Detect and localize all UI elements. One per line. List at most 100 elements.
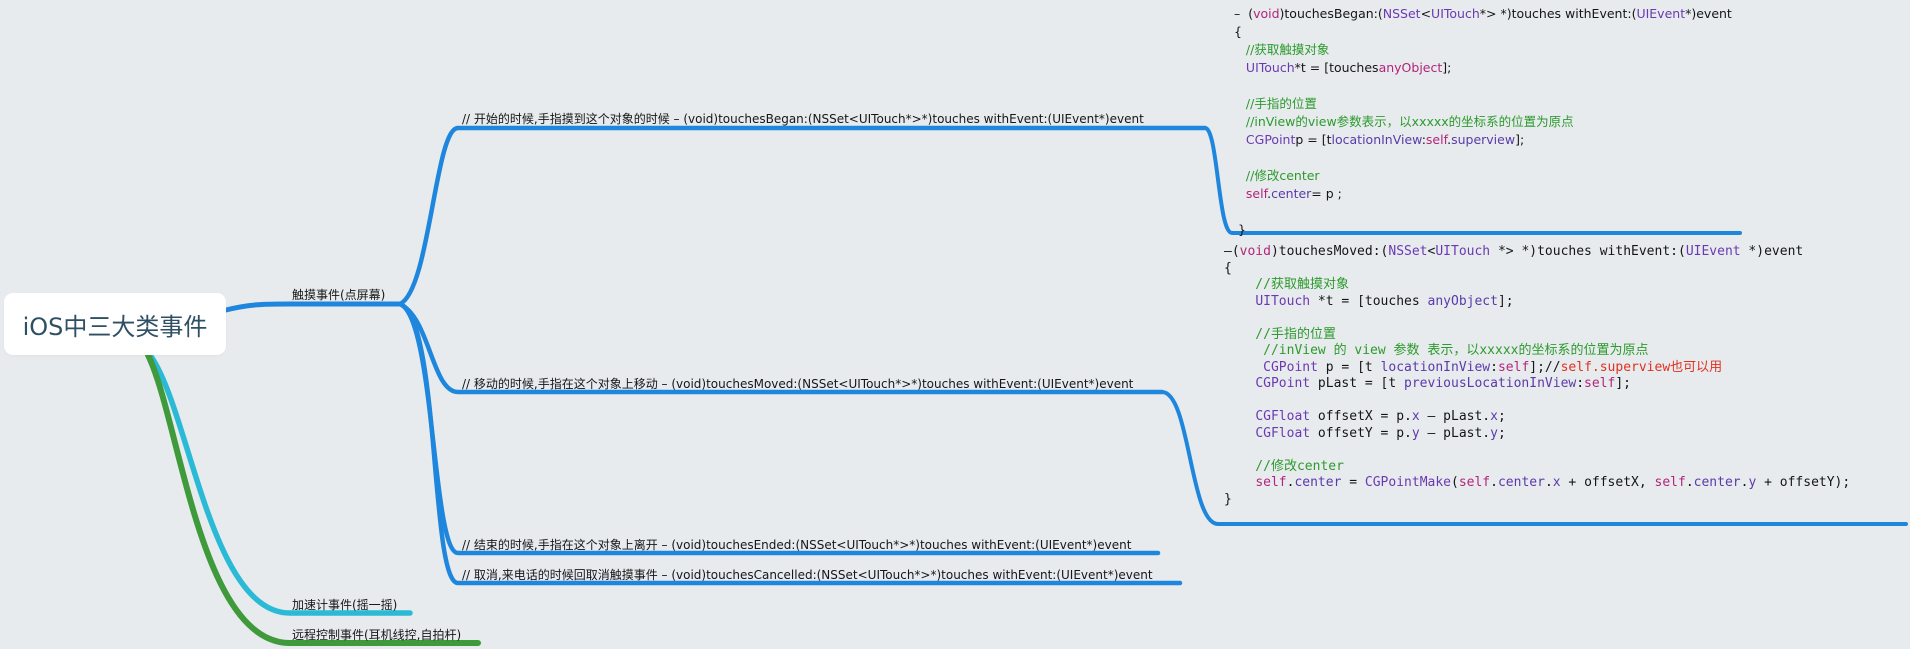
connector-root-touch bbox=[223, 301, 403, 313]
code-line bbox=[1234, 77, 1732, 95]
connector-root-accel bbox=[147, 352, 413, 616]
code-token: void bbox=[1253, 6, 1280, 21]
code-line bbox=[1224, 393, 1850, 410]
code-token: //修改center bbox=[1234, 168, 1320, 183]
code-line: } bbox=[1224, 492, 1850, 509]
code-token: : bbox=[1490, 359, 1498, 375]
code-token: p = [t bbox=[1317, 359, 1381, 375]
code-token: . bbox=[1267, 186, 1272, 201]
code-token: CGPoint bbox=[1245, 132, 1296, 147]
connector-touch-ended bbox=[397, 301, 1161, 556]
code-token: offsetX = p. bbox=[1310, 409, 1412, 424]
code-token: self bbox=[1245, 186, 1268, 201]
code-token: offsetY = p. bbox=[1310, 425, 1412, 441]
code-token: ]; bbox=[1497, 293, 1514, 309]
code-token: y bbox=[1411, 425, 1420, 441]
touch-moved-node[interactable]: // 移动的时候,手指在这个对象上移动 – (void)touchesMoved… bbox=[462, 377, 1134, 391]
branch-accelerometer-events[interactable]: 加速计事件(摇一摇) bbox=[292, 598, 398, 612]
touch-ended-node[interactable]: // 结束的时候,手指在这个对象上离开 – (void)touchesEnded… bbox=[462, 538, 1132, 552]
code-line: { bbox=[1234, 23, 1732, 41]
code-token: *)event bbox=[1740, 244, 1804, 259]
code-token: ( bbox=[1451, 475, 1459, 490]
code-line: CGPointp = [tlocationInView:self.supervi… bbox=[1234, 131, 1732, 149]
code-token: CGPoint bbox=[1255, 376, 1311, 391]
code-token: UITouch bbox=[1245, 60, 1295, 75]
code-token: self bbox=[1654, 475, 1686, 490]
code-token: void bbox=[1239, 244, 1271, 259]
code-token: //手指的位置 bbox=[1234, 96, 1317, 111]
code-token: anyObject bbox=[1378, 60, 1443, 75]
code-token bbox=[1224, 294, 1255, 309]
code-token: ; bbox=[1497, 425, 1506, 441]
code-token: self bbox=[1584, 376, 1616, 391]
code-token: //修改center bbox=[1224, 458, 1344, 474]
code-token: ; bbox=[1497, 409, 1506, 424]
code-token: – pLast. bbox=[1419, 425, 1491, 441]
touch-began-node[interactable]: // 开始的时候,手指摸到这个对象的时候 – (void)touchesBega… bbox=[462, 112, 1144, 126]
code-token: CGFloat bbox=[1255, 425, 1311, 441]
code-token: p = [t bbox=[1295, 132, 1332, 147]
code-line: //手指的位置 bbox=[1234, 95, 1732, 113]
code-token: previousLocationInView bbox=[1404, 376, 1577, 391]
code-line: //inView的view参数表示，以xxxxx的坐标系的位置为原点 bbox=[1234, 113, 1732, 131]
connector-moved-code bbox=[1160, 390, 1908, 526]
branch-touch-events[interactable]: 触摸事件(点屏幕) bbox=[292, 288, 386, 302]
code-token: UIEvent bbox=[1636, 6, 1686, 21]
code-token: = bbox=[1341, 475, 1365, 490]
code-token: + offsetY); bbox=[1756, 475, 1851, 490]
code-token: ];// bbox=[1529, 359, 1561, 375]
code-token: center bbox=[1294, 475, 1342, 490]
code-line: UITouch*t = [touchesanyObject]; bbox=[1234, 59, 1732, 77]
connector-root-remote bbox=[145, 352, 481, 646]
code-token: *> *)touches withEvent:( bbox=[1490, 244, 1686, 259]
touches-began-code-note[interactable]: – (void)touchesBegan:(NSSet<UITouch*> *)… bbox=[1234, 5, 1732, 239]
touches-moved-code-note[interactable]: –(void)touchesMoved:(NSSet<UITouch *> *)… bbox=[1224, 244, 1850, 508]
code-token: superview bbox=[1451, 132, 1516, 147]
connector-began-code bbox=[1203, 126, 1742, 235]
code-token bbox=[1224, 426, 1255, 441]
code-token: locationInView bbox=[1331, 132, 1422, 147]
code-token: } bbox=[1224, 491, 1232, 507]
root-node[interactable]: iOS中三大类事件 bbox=[4, 293, 226, 355]
code-token: – pLast. bbox=[1419, 409, 1491, 424]
code-token: ]; bbox=[1615, 376, 1632, 391]
code-token: . bbox=[1286, 475, 1295, 490]
code-token bbox=[1224, 475, 1255, 490]
code-token: )touchesMoved:( bbox=[1270, 244, 1389, 259]
code-token: x bbox=[1552, 475, 1561, 490]
code-token: *t = [touches bbox=[1294, 60, 1379, 75]
code-token: CGPointMake bbox=[1364, 475, 1451, 490]
code-token: *t = [touches bbox=[1310, 293, 1428, 309]
code-token: – ( bbox=[1234, 6, 1254, 21]
code-token: UIEvent bbox=[1685, 244, 1741, 259]
touch-cancelled-node[interactable]: // 取消,来电话的时候回取消触摸事件 – (void)touchesCance… bbox=[462, 568, 1153, 582]
code-token: )touchesBegan:( bbox=[1279, 6, 1383, 21]
connector-touch-cancelled bbox=[397, 301, 1183, 586]
code-token bbox=[1224, 409, 1255, 424]
code-token: CGPoint bbox=[1263, 359, 1318, 375]
code-line: //手指的位置 bbox=[1224, 327, 1850, 344]
code-token: { bbox=[1224, 260, 1232, 276]
code-line bbox=[1234, 149, 1732, 167]
code-token: = p ; bbox=[1311, 186, 1342, 201]
code-token: self bbox=[1458, 475, 1491, 490]
code-line: { bbox=[1224, 261, 1850, 278]
code-token: x bbox=[1490, 409, 1498, 424]
code-token: < bbox=[1420, 6, 1432, 21]
code-line: //修改center bbox=[1224, 459, 1850, 476]
code-token: + offsetX, bbox=[1560, 475, 1655, 490]
code-line: CGFloat offsetY = p.y – pLast.y; bbox=[1224, 426, 1850, 443]
code-token: center bbox=[1271, 186, 1312, 201]
code-token: //获取触摸对象 bbox=[1224, 277, 1349, 292]
code-token: . bbox=[1544, 475, 1553, 490]
code-token: //获取触摸对象 bbox=[1234, 42, 1330, 57]
code-token: NSSet bbox=[1388, 244, 1428, 259]
code-token bbox=[1234, 60, 1246, 75]
code-token: } bbox=[1234, 222, 1246, 237]
code-token: UITouch bbox=[1431, 6, 1480, 21]
code-token: *> *)touches withEvent:( bbox=[1479, 6, 1637, 21]
code-token: . bbox=[1740, 475, 1749, 490]
code-token: center bbox=[1693, 475, 1741, 490]
branch-remote-control-events[interactable]: 远程控制事件(耳机线控,自拍杆) bbox=[292, 628, 462, 642]
code-line: UITouch *t = [touches anyObject]; bbox=[1224, 294, 1850, 311]
